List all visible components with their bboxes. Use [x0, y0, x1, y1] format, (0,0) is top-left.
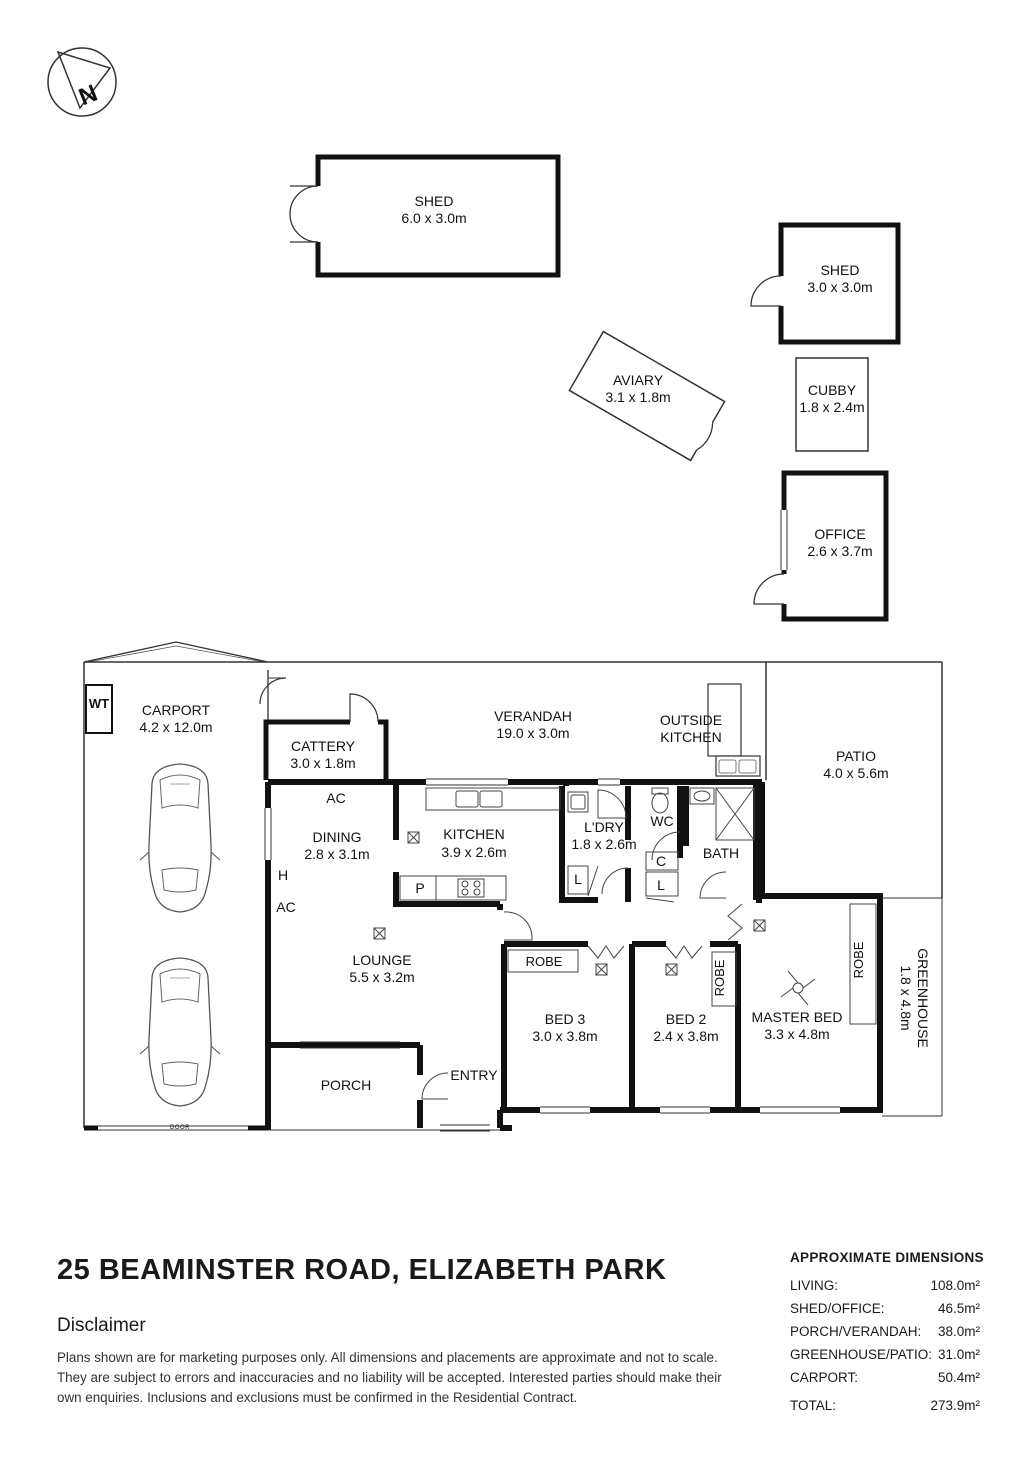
linen-hall-label: L [657, 877, 665, 893]
cattery-size: 3.0 x 1.8m [290, 755, 355, 771]
property-address: 25 BEAMINSTER ROAD, ELIZABETH PARK [57, 1254, 667, 1286]
office: OFFICE 2.6 x 3.7m [753, 470, 889, 622]
laundry-size: 1.8 x 2.6m [571, 836, 636, 852]
kitchen-name: KITCHEN [443, 826, 504, 842]
dimension-value: 38.0m² [937, 1324, 980, 1339]
dimension-row: SHED/OFFICE: 46.5m² [790, 1297, 980, 1320]
office-name: OFFICE [814, 526, 865, 542]
bed3-size: 3.0 x 3.8m [532, 1028, 597, 1044]
dimension-label: CARPORT: [790, 1370, 859, 1385]
dimension-value: 46.5m² [937, 1301, 980, 1316]
patio-name: PATIO [836, 748, 876, 764]
ac-left-label: AC [276, 899, 295, 915]
shed-small: SHED 3.0 x 3.0m [750, 222, 901, 345]
bed2-size: 2.4 x 3.8m [653, 1028, 718, 1044]
bedroom-fixtures [373, 831, 877, 1100]
outside-kitchen-line1: OUTSIDE [660, 712, 722, 728]
dimension-row: CARPORT: 50.4m² [790, 1366, 980, 1389]
car-top [139, 763, 221, 913]
north-compass: N [47, 47, 117, 117]
disclaimer-text: Plans shown are for marketing purposes o… [57, 1350, 722, 1405]
dimension-label: GREENHOUSE/PATIO: [790, 1347, 933, 1362]
patio-size: 4.0 x 5.6m [823, 765, 888, 781]
wc-name: WC [650, 813, 673, 829]
robe-master-label: ROBE [851, 941, 866, 978]
outside-kitchen-line2: KITCHEN [660, 729, 721, 745]
dimension-row: LIVING: 108.0m² [790, 1274, 980, 1297]
dimensions-title: APPROXIMATE DIMENSIONS [790, 1250, 984, 1265]
dimension-label: PORCH/VERANDAH: [790, 1324, 922, 1339]
bath-fixtures [689, 787, 755, 899]
kitchen-size: 3.9 x 2.6m [441, 844, 506, 860]
patio: PATIO 4.0 x 5.6m [823, 748, 888, 781]
car-bottom [139, 957, 221, 1107]
dining-name: DINING [313, 829, 362, 845]
cupboard-label: C [656, 853, 666, 869]
shed-small-size: 3.0 x 3.0m [807, 279, 872, 295]
approximate-dimensions-panel: APPROXIMATE DIMENSIONS LIVING: 108.0m² S… [790, 1250, 984, 1417]
dimension-value: 108.0m² [930, 1278, 980, 1293]
ac-top-label: AC [326, 790, 345, 806]
bed3-name: BED 3 [545, 1011, 586, 1027]
house-walls [265, 779, 883, 1131]
dimension-value: 31.0m² [937, 1347, 980, 1362]
shed-large: SHED 6.0 x 3.0m [289, 154, 561, 278]
dimension-total-value: 273.9m² [930, 1398, 980, 1413]
bed2-name: BED 2 [666, 1011, 707, 1027]
cattery-name: CATTERY [291, 738, 356, 754]
kitchen-fixtures [399, 787, 561, 901]
shed-small-name: SHED [821, 262, 860, 278]
disclaimer-title: Disclaimer [57, 1315, 146, 1336]
carport-door-label: DOOR [170, 1125, 190, 1131]
lounge-size: 5.5 x 3.2m [349, 969, 414, 985]
verandah: VERANDAH 19.0 x 3.0m OUTSIDE KITCHEN [259, 661, 943, 898]
carport-size: 4.2 x 12.0m [139, 719, 212, 735]
laundry-name: L'DRY [584, 819, 624, 835]
pantry-label: P [415, 880, 424, 896]
laundry-fixtures [567, 787, 681, 903]
dimension-total-row: TOTAL: 273.9m² [790, 1394, 980, 1417]
robe-bed3-label: ROBE [526, 954, 563, 969]
aviary-name: AVIARY [613, 372, 664, 388]
dimension-row: GREENHOUSE/PATIO: 31.0m² [790, 1343, 980, 1366]
master-bed-name: MASTER BED [751, 1009, 842, 1025]
dimension-value: 50.4m² [937, 1370, 980, 1385]
aviary: AVIARY 3.1 x 1.8m [568, 330, 726, 462]
linen-laundry-label: L [574, 871, 582, 887]
dimension-label: LIVING: [790, 1278, 839, 1293]
shed-large-size: 6.0 x 3.0m [401, 210, 466, 226]
greenhouse-size: 1.8 x 4.8m [898, 965, 914, 1030]
shed-large-name: SHED [415, 193, 454, 209]
cubby-name: CUBBY [808, 382, 857, 398]
entry-name: ENTRY [450, 1067, 498, 1083]
aviary-size: 3.1 x 1.8m [605, 389, 670, 405]
cubby-size: 1.8 x 2.4m [799, 399, 864, 415]
house-labels: AC DINING 2.8 x 3.1m H AC KITCHEN 3.9 x … [276, 790, 931, 1093]
verandah-name: VERANDAH [494, 708, 572, 724]
cattery: CATTERY 3.0 x 1.8m [263, 693, 389, 780]
greenhouse-name: GREENHOUSE [915, 948, 931, 1048]
carport-name: CARPORT [142, 702, 211, 718]
water-tank-label: WT [89, 696, 109, 711]
carport: DOOR WT CARPORT 4.2 x 12.0m [83, 641, 269, 1131]
windows [264, 778, 943, 1132]
office-size: 2.6 x 3.7m [807, 543, 872, 559]
robe-bed2-label: ROBE [712, 959, 727, 996]
dimension-label: SHED/OFFICE: [790, 1301, 885, 1316]
heater-label: H [278, 867, 288, 883]
cubby: CUBBY 1.8 x 2.4m [795, 357, 869, 452]
bath-name: BATH [703, 845, 739, 861]
verandah-size: 19.0 x 3.0m [496, 725, 569, 741]
dimension-total-label: TOTAL: [790, 1398, 837, 1413]
master-bed-size: 3.3 x 4.8m [764, 1026, 829, 1042]
porch-name: PORCH [321, 1077, 372, 1093]
lounge-name: LOUNGE [352, 952, 411, 968]
dimension-row: PORCH/VERANDAH: 38.0m² [790, 1320, 980, 1343]
dining-size: 2.8 x 3.1m [304, 846, 369, 862]
